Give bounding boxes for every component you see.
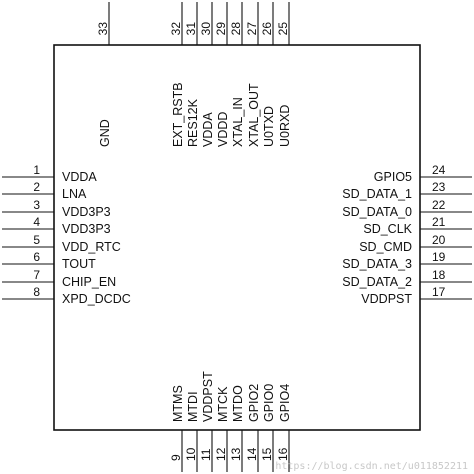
pin-number-1: 1 — [33, 163, 40, 177]
pin-number-20: 20 — [432, 233, 446, 247]
pin-number-19: 19 — [432, 250, 446, 264]
pin-number-32: 32 — [169, 22, 183, 36]
pin-label-18: SD_DATA_2 — [342, 275, 412, 289]
pin-label-15: GPIO0 — [262, 384, 276, 422]
pin-number-4: 4 — [33, 215, 40, 229]
pin-label-13: MTDO — [231, 385, 245, 422]
pin-label-2: LNA — [62, 187, 87, 201]
pin-number-2: 2 — [33, 180, 40, 194]
pin-label-9: MTMS — [171, 385, 185, 422]
pin-label-3: VDD3P3 — [62, 205, 111, 219]
pin-number-31: 31 — [184, 22, 198, 36]
pin-label-10: MTDI — [186, 391, 200, 422]
pin-label-32: EXT_RSTB — [171, 82, 185, 147]
pin-number-10: 10 — [184, 447, 198, 461]
pin-label-29: VDDD — [216, 112, 230, 147]
chip-body — [53, 44, 421, 431]
pin-number-12: 12 — [214, 447, 228, 461]
pin-label-27: XTAL_OUT — [247, 83, 261, 147]
pin-number-33: 33 — [96, 22, 110, 36]
watermark: https://blog.csdn.net/u011852211 — [275, 461, 468, 472]
pin-number-16: 16 — [276, 447, 290, 461]
pin-label-22: SD_DATA_0 — [342, 205, 412, 219]
pin-number-26: 26 — [260, 22, 274, 36]
pin-number-18: 18 — [432, 268, 446, 282]
pin-label-12: MTCK — [216, 386, 230, 422]
pin-label-28: XTAL_IN — [231, 97, 245, 147]
pin-label-8: XPD_DCDC — [62, 292, 131, 306]
pin-number-6: 6 — [33, 250, 40, 264]
pin-number-13: 13 — [229, 447, 243, 461]
pin-label-33: GND — [98, 119, 112, 147]
pin-number-22: 22 — [432, 198, 446, 212]
pin-number-17: 17 — [432, 285, 446, 299]
pin-label-20: SD_CMD — [359, 240, 412, 254]
pin-number-28: 28 — [229, 22, 243, 36]
pin-label-24: GPIO5 — [374, 170, 412, 184]
pin-label-11: VDDPST — [201, 371, 215, 422]
pin-label-7: CHIP_EN — [62, 275, 116, 289]
pin-label-31: RES12K — [186, 98, 200, 147]
pin-number-7: 7 — [33, 268, 40, 282]
pin-number-8: 8 — [33, 285, 40, 299]
pin-label-1: VDDA — [62, 170, 97, 184]
pin-number-29: 29 — [214, 22, 228, 36]
pin-number-23: 23 — [432, 180, 446, 194]
pin-label-21: SD_CLK — [363, 222, 412, 236]
pin-label-26: U0TXD — [262, 106, 276, 147]
pin-label-17: VDDPST — [361, 292, 412, 306]
pin-number-27: 27 — [245, 22, 259, 36]
pin-number-25: 25 — [276, 22, 290, 36]
pin-number-14: 14 — [245, 447, 259, 461]
pin-label-14: GPIO2 — [247, 384, 261, 422]
pin-number-11: 11 — [199, 448, 213, 461]
pin-label-5: VDD_RTC — [62, 240, 121, 254]
pin-label-4: VDD3P3 — [62, 222, 111, 236]
pin-label-23: SD_DATA_1 — [342, 187, 412, 201]
pin-number-21: 21 — [432, 215, 446, 229]
pin-label-16: GPIO4 — [278, 384, 292, 422]
pin-number-3: 3 — [33, 198, 40, 212]
pin-label-30: VDDA — [201, 112, 215, 147]
pin-number-9: 9 — [169, 454, 183, 461]
pin-number-5: 5 — [33, 233, 40, 247]
pin-label-25: U0RXD — [278, 105, 292, 147]
pin-number-30: 30 — [199, 22, 213, 36]
pin-number-15: 15 — [260, 447, 274, 461]
pin-label-19: SD_DATA_3 — [342, 257, 412, 271]
pin-label-6: TOUT — [62, 257, 96, 271]
pin-number-24: 24 — [432, 163, 446, 177]
